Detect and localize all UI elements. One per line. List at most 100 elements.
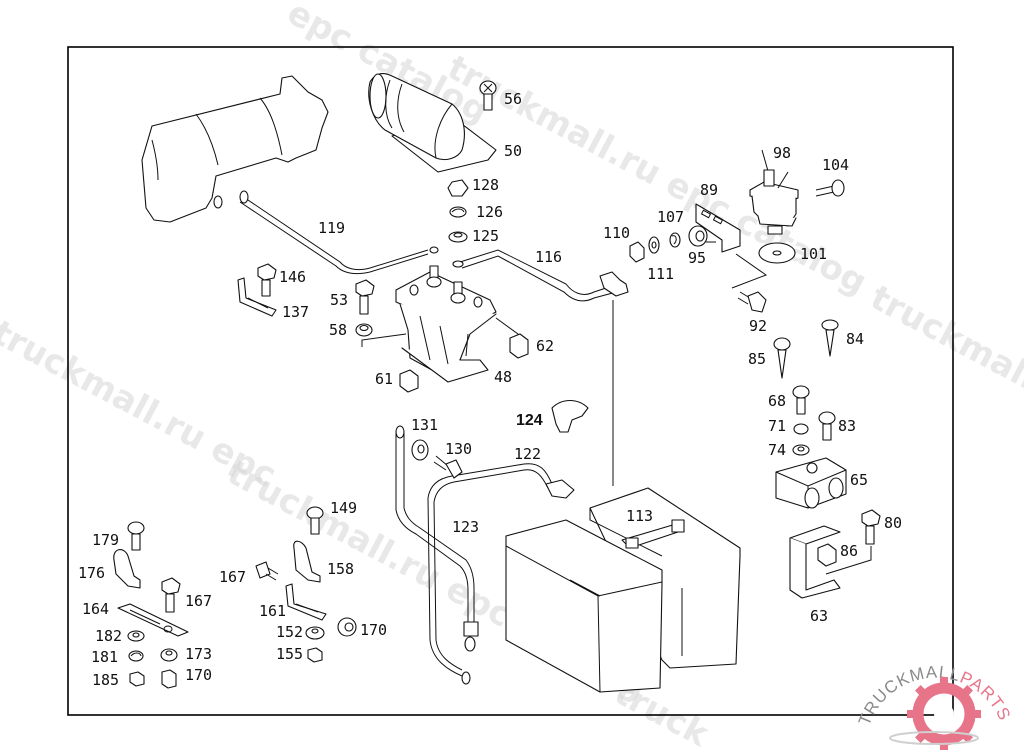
callout-149[interactable]: 149 — [330, 499, 357, 517]
callout-155[interactable]: 155 — [276, 645, 303, 663]
terminal-cover-124[interactable] — [551, 399, 589, 433]
screw-149[interactable] — [306, 506, 324, 535]
callout-176[interactable]: 176 — [78, 564, 105, 582]
bolt-167-right[interactable] — [255, 561, 279, 581]
screw-68[interactable] — [792, 385, 810, 415]
bolt-53[interactable] — [355, 279, 375, 315]
callout-50[interactable]: 50 — [504, 142, 522, 160]
cable-122[interactable] — [427, 463, 575, 503]
washer-126[interactable] — [449, 206, 467, 218]
callout-137[interactable]: 137 — [282, 303, 309, 321]
callout-170a[interactable]: 170 — [360, 621, 387, 639]
callout-173[interactable]: 173 — [185, 645, 212, 663]
solenoid-housing-50[interactable] — [368, 72, 497, 173]
callout-86[interactable]: 86 — [840, 542, 858, 560]
callout-181[interactable]: 181 — [91, 648, 118, 666]
callout-62[interactable]: 62 — [536, 337, 554, 355]
nut-62[interactable] — [509, 333, 529, 359]
nut-61[interactable] — [399, 369, 419, 393]
washer-58[interactable] — [355, 323, 373, 337]
callout-84[interactable]: 84 — [846, 330, 864, 348]
callout-122[interactable]: 122 — [514, 445, 541, 463]
callout-167a[interactable]: 167 — [185, 592, 212, 610]
callout-65[interactable]: 65 — [850, 471, 868, 489]
callout-89[interactable]: 89 — [700, 181, 718, 199]
callout-56[interactable]: 56 — [504, 90, 522, 108]
callout-63[interactable]: 63 — [810, 607, 828, 625]
callout-111[interactable]: 111 — [647, 265, 674, 283]
battery-connector-113[interactable] — [621, 519, 685, 549]
screw-84[interactable] — [821, 319, 839, 357]
washer-125[interactable] — [448, 231, 468, 243]
washer-107[interactable] — [669, 232, 681, 248]
callout-95[interactable]: 95 — [688, 249, 706, 267]
bolt-92[interactable] — [737, 291, 767, 313]
callout-74[interactable]: 74 — [768, 441, 786, 459]
nut-86[interactable] — [817, 543, 837, 567]
bolt-167-left[interactable] — [161, 577, 181, 613]
battery-front[interactable] — [505, 519, 663, 693]
washer-152[interactable] — [305, 626, 325, 640]
callout-185[interactable]: 185 — [92, 671, 119, 689]
callout-83[interactable]: 83 — [838, 417, 856, 435]
nut-170-left[interactable] — [161, 669, 177, 689]
bolt-130[interactable] — [433, 455, 463, 479]
callout-123[interactable]: 123 — [452, 518, 479, 536]
callout-126[interactable]: 126 — [476, 203, 503, 221]
washer-74[interactable] — [792, 444, 810, 456]
nut-155[interactable] — [307, 647, 323, 663]
callout-92[interactable]: 92 — [749, 317, 767, 335]
block-65[interactable] — [775, 457, 847, 509]
washer-111[interactable] — [648, 236, 660, 254]
callout-107[interactable]: 107 — [657, 208, 684, 226]
callout-179[interactable]: 179 — [92, 531, 119, 549]
callout-116[interactable]: 116 — [535, 248, 562, 266]
callout-61[interactable]: 61 — [375, 370, 393, 388]
washer-182[interactable] — [127, 630, 145, 642]
plate-164[interactable] — [117, 603, 189, 637]
bolt-56[interactable] — [479, 80, 497, 111]
bracket-63[interactable] — [789, 525, 841, 599]
screw-83[interactable] — [818, 411, 836, 441]
callout-113[interactable]: 113 — [626, 507, 653, 525]
nut-95[interactable] — [688, 225, 708, 247]
washer-71[interactable] — [793, 423, 809, 435]
clamp-158[interactable] — [293, 540, 321, 583]
bolt-104[interactable] — [815, 179, 845, 197]
callout-58[interactable]: 58 — [329, 321, 347, 339]
callout-124[interactable]: 124 — [516, 412, 543, 429]
washer-181[interactable] — [128, 650, 144, 662]
cable-119[interactable] — [239, 190, 439, 275]
callout-125[interactable]: 125 — [472, 227, 499, 245]
callout-98[interactable]: 98 — [773, 144, 791, 162]
nut-128[interactable] — [447, 179, 469, 197]
washer-131[interactable] — [411, 439, 429, 461]
callout-182[interactable]: 182 — [95, 627, 122, 645]
callout-130[interactable]: 130 — [445, 440, 472, 458]
bracket-89[interactable] — [695, 203, 741, 253]
nut-185[interactable] — [129, 671, 145, 687]
callout-152[interactable]: 152 — [276, 623, 303, 641]
callout-128[interactable]: 128 — [472, 176, 499, 194]
callout-68[interactable]: 68 — [768, 392, 786, 410]
callout-158[interactable]: 158 — [327, 560, 354, 578]
callout-167b[interactable]: 167 — [219, 568, 246, 586]
clamp-176[interactable] — [113, 549, 141, 589]
bolt-80[interactable] — [861, 509, 881, 545]
callout-146[interactable]: 146 — [279, 268, 306, 286]
nut-110[interactable] — [629, 241, 645, 263]
relay-98[interactable] — [749, 149, 799, 235]
relay-48[interactable] — [395, 265, 497, 383]
callout-80[interactable]: 80 — [884, 514, 902, 532]
washer-173[interactable] — [160, 648, 178, 662]
bracket-137[interactable] — [237, 277, 277, 317]
cable-116[interactable] — [452, 249, 629, 302]
callout-104[interactable]: 104 — [822, 156, 849, 174]
callout-119[interactable]: 119 — [318, 219, 345, 237]
callout-164[interactable]: 164 — [82, 600, 109, 618]
plate-101[interactable] — [758, 242, 796, 264]
callout-170b[interactable]: 170 — [185, 666, 212, 684]
callout-110[interactable]: 110 — [603, 224, 630, 242]
callout-161[interactable]: 161 — [259, 602, 286, 620]
callout-71[interactable]: 71 — [768, 417, 786, 435]
